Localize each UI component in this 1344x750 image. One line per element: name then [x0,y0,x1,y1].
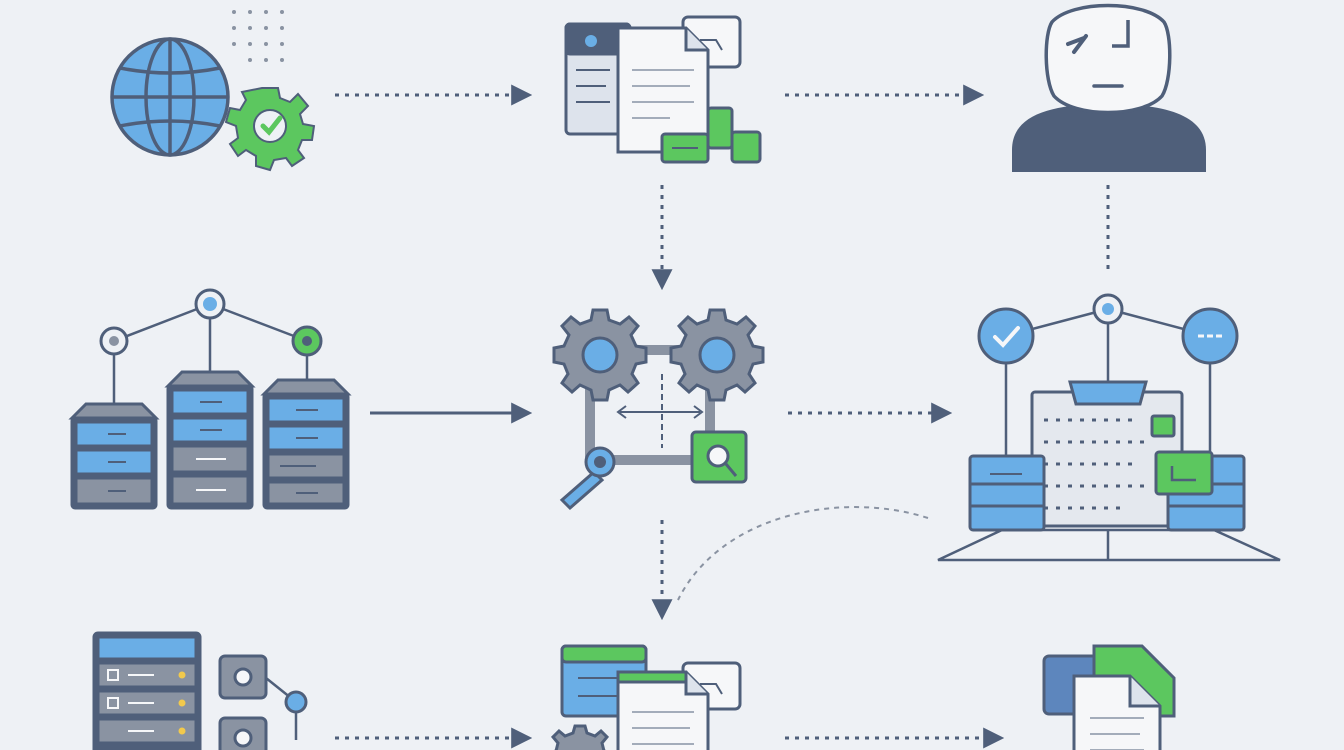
globe-gear-icon [110,37,316,172]
server-left [68,402,160,510]
crosshair-arrows [616,374,704,448]
gears-icon [552,308,765,511]
check-node-icon [977,307,1035,365]
small-gear-icon [550,724,610,750]
server-stack-icon [92,631,308,750]
search-tag-icon [690,430,748,484]
server-right [260,378,352,510]
globe-icon [110,37,230,157]
dashboard-icon [937,293,1281,562]
documents-top-icon [564,15,762,164]
connector-nodes [218,654,308,750]
file-icon [1042,644,1176,750]
connectors [335,84,1110,749]
connector-dashboard-to-documents-curve [677,506,929,601]
server-cluster-icon [68,288,352,510]
gear-left-icon [552,308,648,402]
gear-right-icon [669,308,765,402]
dot-grid-decoration [232,10,284,62]
green-gear-icon [224,87,316,172]
user-icon [1012,3,1206,172]
documents-bottom-icon [550,644,742,750]
server-middle [164,370,256,510]
wrench-icon [559,446,616,511]
